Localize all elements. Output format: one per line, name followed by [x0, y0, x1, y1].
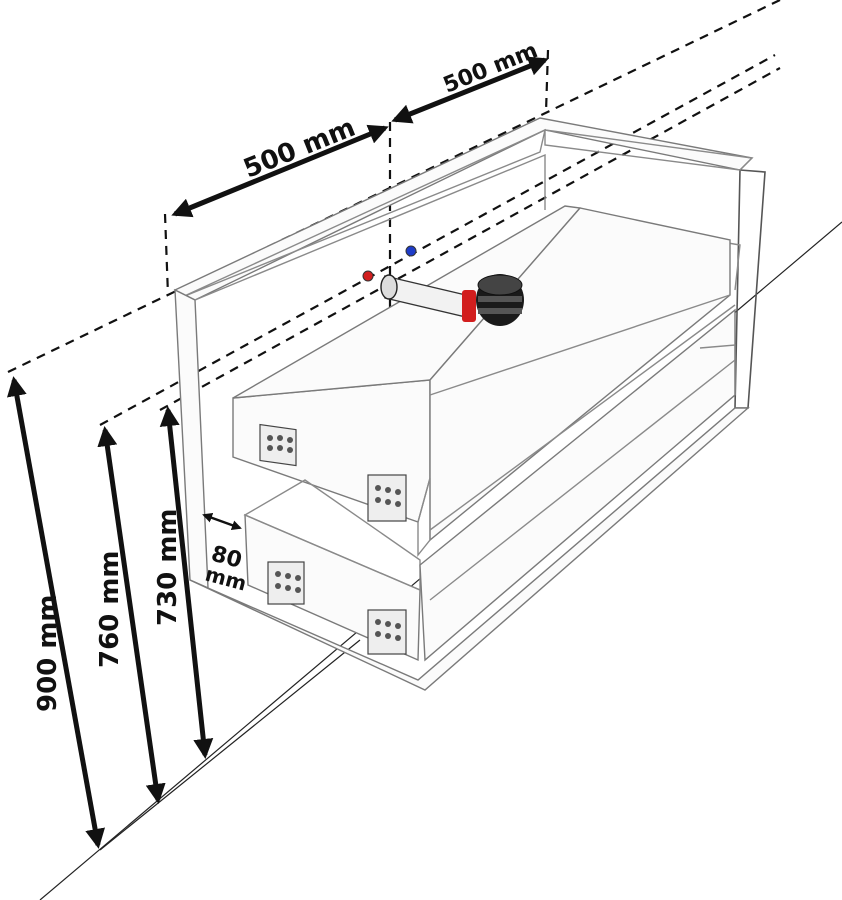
cabinet-interior-back	[194, 153, 546, 301]
hot-water-valve-icon	[362, 270, 374, 282]
upper-drawer-bracket-left	[259, 423, 297, 467]
floor-line-front	[99, 639, 361, 851]
upper-drawer-bracket-right	[367, 474, 407, 522]
plumbing	[362, 245, 524, 326]
upper-drawer-corner	[417, 477, 431, 557]
upper-drawer-rail	[429, 304, 736, 531]
drawer-offset-arrow	[202, 513, 242, 530]
upper-drawer-line	[429, 294, 731, 396]
upper-pipe-dashed-line	[99, 54, 776, 426]
height-upper-label: 760 mm	[95, 550, 125, 668]
lower-drawer-bracket-left	[267, 561, 305, 605]
cabinet-right-side	[734, 169, 766, 409]
width-dimensions: 500 mm 500 mm	[171, 38, 549, 218]
height-dimensions: 900 mm 760 mm 730 mm	[7, 376, 214, 849]
left-edge-dashed-line	[163, 213, 170, 296]
lower-drawer-rail	[429, 359, 736, 601]
width-left-label: 500 mm	[239, 113, 359, 185]
siphon-pipe-icon	[380, 274, 524, 326]
lower-drawer	[243, 308, 736, 662]
height-upper-arrow	[97, 426, 166, 804]
cabinet-back-top	[544, 129, 754, 171]
lower-drawer-top	[243, 479, 421, 592]
lower-pipe-dashed-line	[159, 67, 781, 411]
cold-water-valve-icon	[405, 245, 417, 257]
width-left-arrow	[171, 124, 389, 218]
height-total-arrow	[7, 376, 105, 849]
lower-drawer-bracket-right	[367, 609, 407, 655]
right-edge-dashed-line	[544, 49, 550, 113]
drawer-offset-unit: mm	[203, 562, 249, 596]
height-total-label: 900 mm	[33, 594, 63, 712]
height-lower-arrow	[159, 406, 214, 759]
drawer-offset-dimension: 80 mm	[202, 513, 249, 596]
width-right-arrow	[391, 56, 549, 124]
lower-drawer-back	[699, 344, 736, 395]
height-lower-label: 730 mm	[153, 508, 183, 626]
